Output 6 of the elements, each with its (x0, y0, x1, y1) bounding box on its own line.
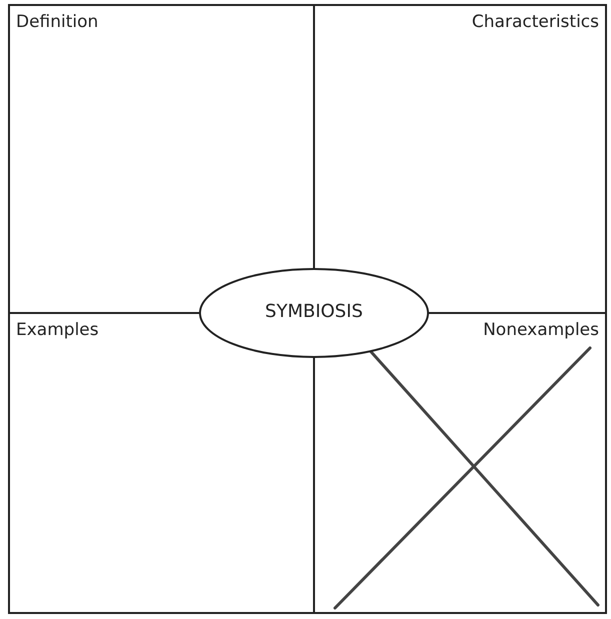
quadrant-heading: Definition (16, 12, 98, 32)
center-oval (198, 267, 430, 359)
topic-word: SYMBIOSIS (264, 301, 364, 322)
quadrant-heading: Examples (16, 320, 99, 340)
quadrant-heading: Nonexamples (483, 320, 599, 340)
quadrant-heading: Characteristics (472, 12, 599, 32)
